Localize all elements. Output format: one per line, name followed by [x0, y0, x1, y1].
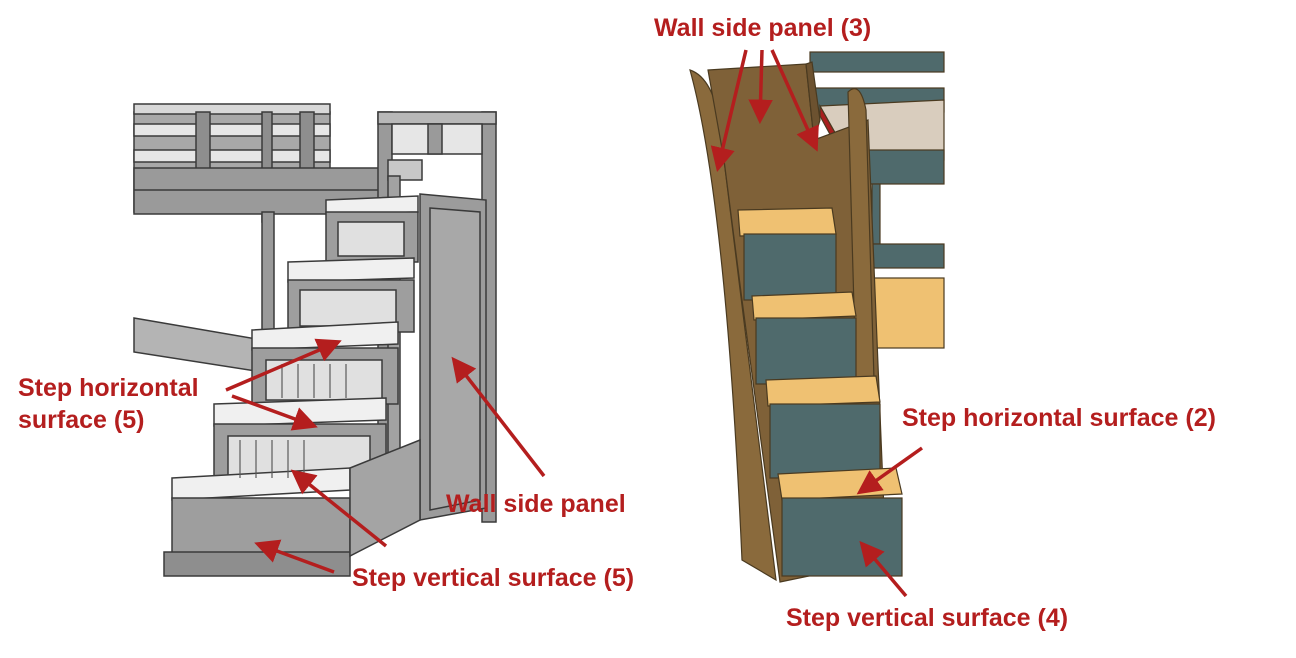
- label-step-vertical-right: Step vertical surface (4): [786, 602, 1068, 634]
- lower-rail: [134, 318, 262, 372]
- gray-staircase-render: [134, 104, 496, 576]
- label-wall-side-panel-left: Wall side panel: [446, 488, 626, 520]
- label-step-vertical-left: Step vertical surface (5): [352, 562, 634, 594]
- step-5: [164, 468, 350, 576]
- arrow-wall-side-panel-right-b: [760, 50, 762, 120]
- step-3: [252, 322, 398, 404]
- label-step-horizontal-left-line1: Step horizontal: [18, 372, 218, 404]
- color-step-4: [778, 468, 902, 576]
- step-2: [288, 258, 414, 332]
- step-1: [326, 196, 418, 262]
- label-step-horizontal-right: Step horizontal surface (2): [902, 402, 1216, 434]
- color-step-1: [738, 208, 836, 300]
- label-step-horizontal-left-line2: surface (5): [18, 404, 218, 436]
- color-step-3: [766, 376, 880, 478]
- label-step-horizontal-left: Step horizontal surface (5): [18, 372, 218, 436]
- color-step-2: [752, 292, 856, 384]
- label-wall-side-panel-right: Wall side panel (3): [654, 12, 871, 44]
